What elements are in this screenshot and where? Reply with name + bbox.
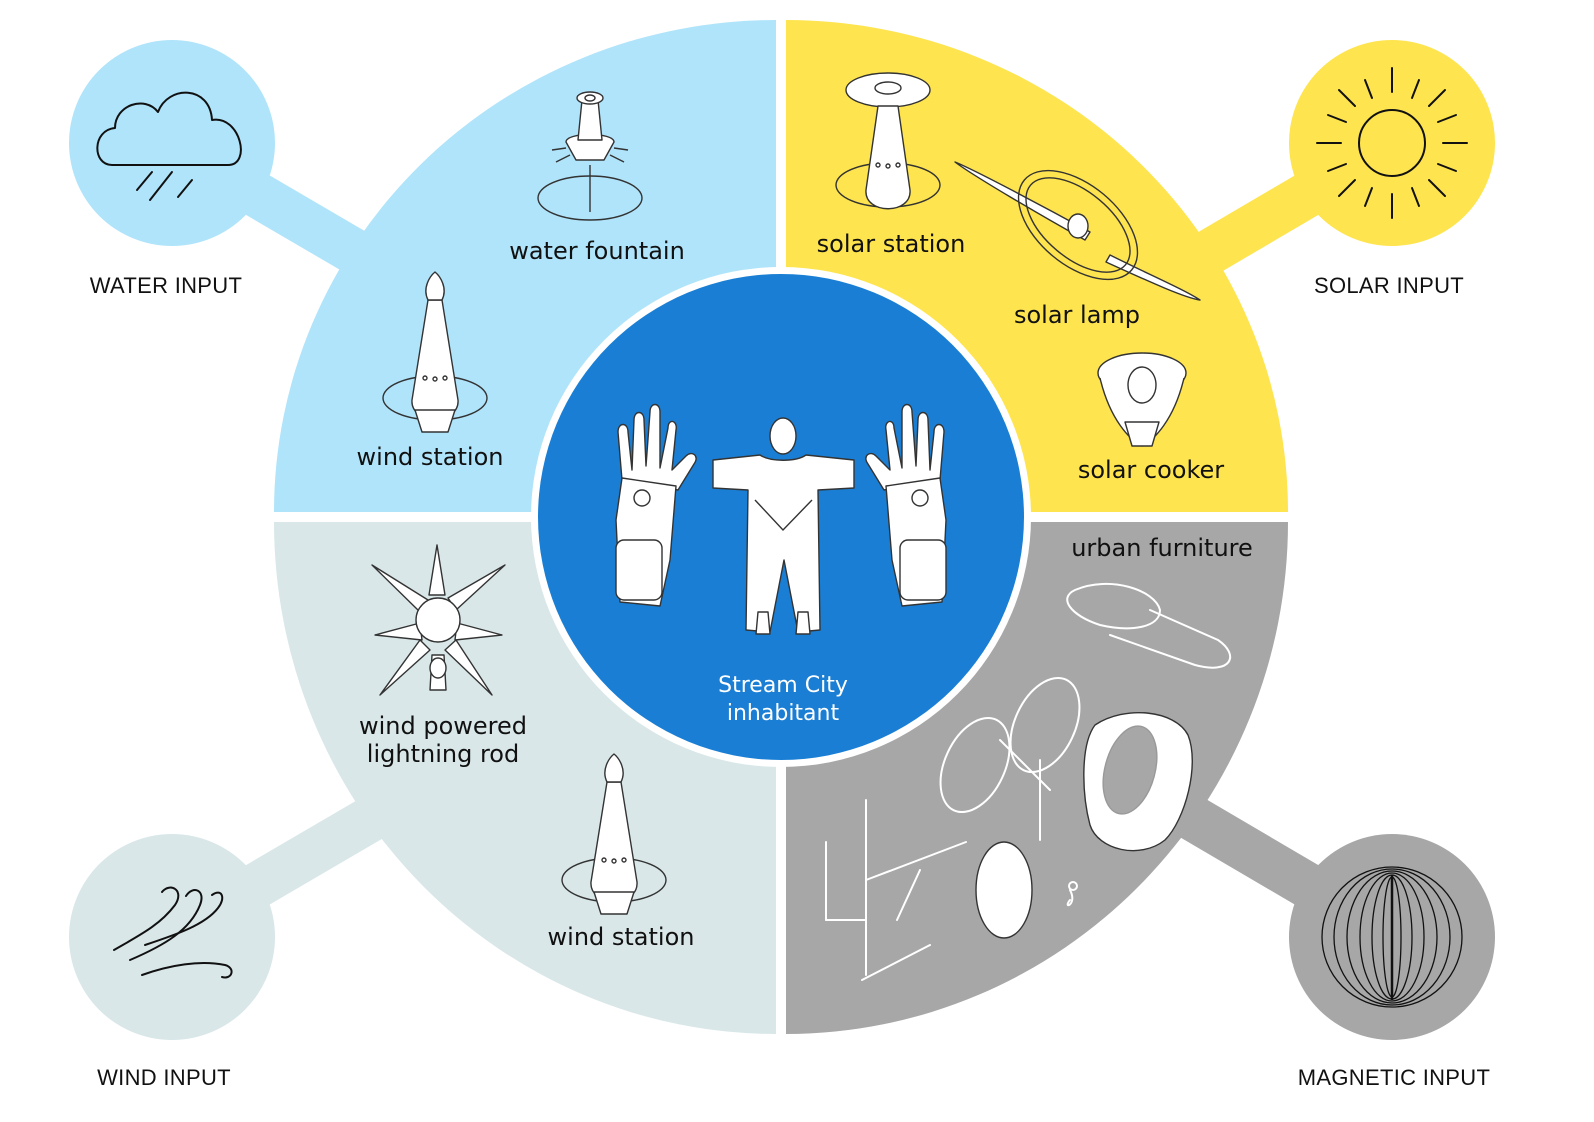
left-glove-illustration [615, 403, 697, 607]
lightning-rod-illustration [371, 544, 506, 696]
water-fountain-label: water fountain [509, 237, 685, 265]
magnetic-input-label: MAGNETIC INPUT [1298, 1065, 1490, 1090]
water-fountain-illustration [537, 91, 643, 221]
right-glove-illustration [865, 403, 947, 607]
wind-station-bottom-label: wind station [548, 923, 695, 951]
solar-lamp-illustration [954, 161, 1201, 301]
wind-station-top-illustration [382, 271, 488, 433]
solar-cooker-label: solar cooker [1078, 456, 1224, 484]
water-input-label: WATER INPUT [90, 273, 242, 298]
wind-station-bottom-illustration [561, 753, 667, 915]
sun-icon [1316, 67, 1468, 219]
center-label-line1: Stream City [718, 673, 848, 698]
solar-station-label: solar station [817, 230, 966, 258]
lightning-rod-label-line2: lightning rod [367, 740, 519, 768]
wind-station-top-label: wind station [357, 443, 504, 471]
urban-furniture-label: urban furniture [1071, 534, 1253, 562]
wind-gust-icon [113, 886, 233, 979]
solar-lamp-label: solar lamp [1014, 301, 1140, 329]
center-hub: Stream City inhabitant [531, 267, 1031, 767]
inhabitant-figure-illustration [712, 417, 855, 635]
center-label-line2: inhabitant [727, 701, 840, 726]
magnetic-field-icon [1321, 866, 1463, 1008]
lightning-rod-label-line1: wind powered [359, 712, 527, 740]
rain-cloud-icon [96, 91, 242, 201]
solar-cooker-illustration [1097, 352, 1187, 447]
solar-input-label: SOLAR INPUT [1314, 273, 1464, 298]
wind-input-label: WIND INPUT [97, 1065, 231, 1090]
solar-station-illustration [835, 72, 941, 210]
water-input-circle [69, 40, 275, 246]
urban-furniture-illustration [825, 582, 1232, 981]
